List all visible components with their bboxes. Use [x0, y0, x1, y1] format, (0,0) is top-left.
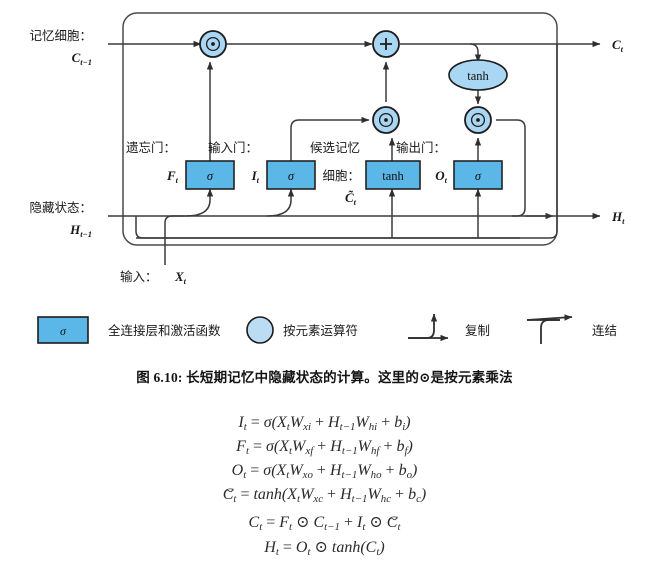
- lstm-diagram: σ σ tanh σ tanh 记忆细胞： Ct−1 隐藏状态： Ht−1 输入…: [29, 12, 625, 286]
- memory-cell-out-symbol: Ct: [612, 37, 624, 54]
- forget-gate-symbol: Ft: [166, 168, 179, 185]
- input-gate-symbol: It: [251, 168, 260, 185]
- forget-gate-input: [185, 188, 214, 217]
- candidate-memory-title-2: 细胞：: [322, 169, 360, 183]
- forget-gate-title: 遗忘门：: [126, 140, 176, 155]
- circle-icon: [246, 316, 274, 344]
- svg-text:σ: σ: [60, 324, 67, 338]
- sigma-box-icon: [37, 316, 89, 344]
- candidate-memory-box: [365, 160, 421, 190]
- equation-memory-cell: Ct = Ft ⊙ Ct−1 + It ⊙ C~t: [248, 511, 401, 534]
- hidden-state-out-symbol: Ht: [611, 209, 625, 226]
- output-gate-title: 输出门：: [396, 140, 446, 155]
- memory-cell-symbol: Ct−1: [72, 50, 92, 67]
- h-out-path: [496, 119, 526, 217]
- concat-arrow-icon: [526, 314, 573, 344]
- memory-cell-label: 记忆细胞：: [29, 28, 92, 43]
- input-gate-box: [266, 160, 316, 190]
- equation-input-gate: It = σ(XtWxi + Ht−1Whi + bi): [238, 414, 411, 434]
- equation-candidate-memory: C~t = tanh(XtWxc + Ht−1Whc + bc): [222, 483, 427, 506]
- operator-nodes: [199, 30, 508, 134]
- legend-copy-label: 复制: [465, 324, 490, 338]
- tanh-node-label: tanh: [467, 69, 489, 83]
- output-gate-symbol: Ot: [435, 168, 447, 185]
- gate-boxes: [185, 160, 503, 190]
- equation-hidden-state: Ht = Ot ⊙ tanh(Ct): [264, 539, 385, 559]
- candidate-memory-title-1: 候选记忆: [310, 140, 360, 155]
- equation-forget-gate: Ft = σ(XtWxf + Ht−1Whf + bf): [236, 438, 413, 458]
- cell-boundary: [122, 12, 558, 246]
- forget-gate-box: [185, 160, 235, 190]
- figure-caption: 图 6.10: 长短期记忆中隐藏状态的计算。这里的⊙是按元素乘法: [136, 370, 513, 385]
- h-feed-bus: [135, 216, 520, 239]
- legend-elementwise-op-label: 按元素运算符: [283, 323, 358, 338]
- x-input-riser: [165, 216, 520, 265]
- copy-arrow-icon: [408, 313, 449, 342]
- input-gate-activation: σ: [288, 169, 295, 183]
- hidden-state-label: 隐藏状态：: [29, 201, 92, 215]
- output-gate-activation: σ: [475, 169, 482, 183]
- input-gate-input: [266, 188, 295, 217]
- legend: σ 全连接层和激活函数 按元素运算符 复制 连结: [37, 313, 617, 344]
- equation-output-gate: Ot = σ(XtWxo + Ht−1Who + bo): [231, 462, 418, 482]
- input-label: 输入：: [120, 269, 158, 284]
- candidate-memory-symbol: C̃t: [345, 190, 357, 207]
- output-gate-box: [453, 160, 503, 190]
- x-input-line: [164, 215, 185, 265]
- legend-concat-label: 连结: [592, 323, 617, 338]
- tanh-node-ellipse: [448, 59, 508, 91]
- input-gate-title: 输入门：: [208, 140, 258, 155]
- input-symbol: Xt: [174, 269, 187, 286]
- forget-gate-activation: σ: [207, 169, 214, 183]
- legend-dense-layer-label: 全连接层和激活函数: [108, 323, 221, 338]
- c-to-tanh-branch: [469, 43, 482, 63]
- hidden-state-symbol: Ht−1: [69, 222, 92, 239]
- candidate-activation: tanh: [382, 169, 404, 183]
- recurrent-return: [136, 44, 558, 239]
- input-gate-output: [290, 116, 370, 161]
